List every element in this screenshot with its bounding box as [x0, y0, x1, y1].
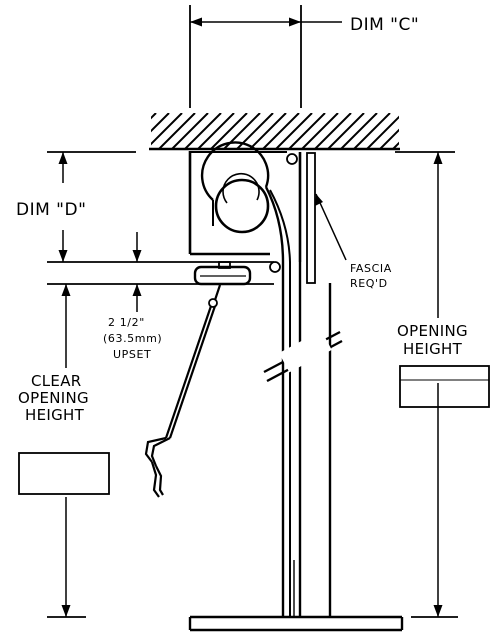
opening-height-label-line1: OPENING: [397, 322, 468, 340]
hatch-line: [327, 113, 365, 149]
hatch-line: [151, 113, 157, 120]
door-guides: [281, 262, 332, 616]
hatch-line: [379, 128, 399, 149]
clear-opening-value-box: [18, 452, 110, 495]
hatch-line: [171, 113, 209, 149]
dim-c-dimension: DIM "C": [189, 5, 419, 108]
fascia-plate: [306, 152, 316, 284]
floor-line: [188, 615, 404, 632]
guide-hooks: [269, 153, 298, 273]
arrowhead-right: [289, 17, 301, 27]
fascia-label-line1: FASCIA: [350, 262, 392, 275]
clear-opening-height-dimension: CLEAR OPENING HEIGHT: [18, 284, 110, 618]
hand-crank: [144, 284, 222, 498]
hatch-line: [210, 113, 248, 149]
opening-height-value-box: [399, 365, 490, 408]
dim-c-label: DIM "C": [350, 15, 419, 35]
hatch-line: [158, 113, 196, 149]
hatch-line: [432, 113, 468, 149]
clear-opening-label-line2: OPENING: [18, 389, 89, 407]
arrowhead-left: [190, 17, 202, 27]
hatch-line: [366, 115, 399, 149]
hatch-line: [151, 113, 170, 133]
hatch-line: [301, 113, 339, 149]
upset-label-line1: 2 1/2": [108, 316, 145, 329]
hatch-line: [197, 113, 235, 149]
hatch-line: [406, 113, 442, 149]
hatch-line: [275, 113, 313, 149]
fascia-label-line2: REQ'D: [350, 277, 388, 290]
hatch-line: [353, 113, 391, 149]
hatch-line: [184, 113, 222, 149]
dim-d-label: DIM "D": [16, 200, 86, 220]
upset-label-line2: (63.5mm): [103, 332, 162, 345]
hatch-line: [419, 113, 455, 149]
hatch-line: [288, 113, 326, 149]
clear-opening-label-line1: CLEAR: [31, 372, 82, 390]
hatch-line: [151, 113, 183, 146]
hatch-line: [249, 113, 287, 149]
dim-d-dimension: DIM "D": [16, 151, 274, 263]
coil-housing: [188, 151, 302, 262]
opening-height-label-line2: HEIGHT: [403, 340, 463, 358]
clear-opening-label-line3: HEIGHT: [25, 406, 85, 424]
break-lines: [263, 330, 343, 383]
upset-label-line3: UPSET: [113, 348, 151, 361]
operator-gearbox: [193, 261, 252, 286]
opening-height-dimension: OPENING HEIGHT: [395, 151, 490, 618]
hatch-line: [262, 113, 300, 149]
fascia-callout: FASCIA REQ'D: [315, 193, 392, 290]
coil-drum: [200, 141, 291, 263]
ceiling-hatch: [149, 113, 468, 151]
upset-dimension: 2 1/2" (63.5mm) UPSET: [47, 232, 274, 361]
hatch-line: [314, 113, 352, 149]
hatch-line: [340, 113, 378, 149]
